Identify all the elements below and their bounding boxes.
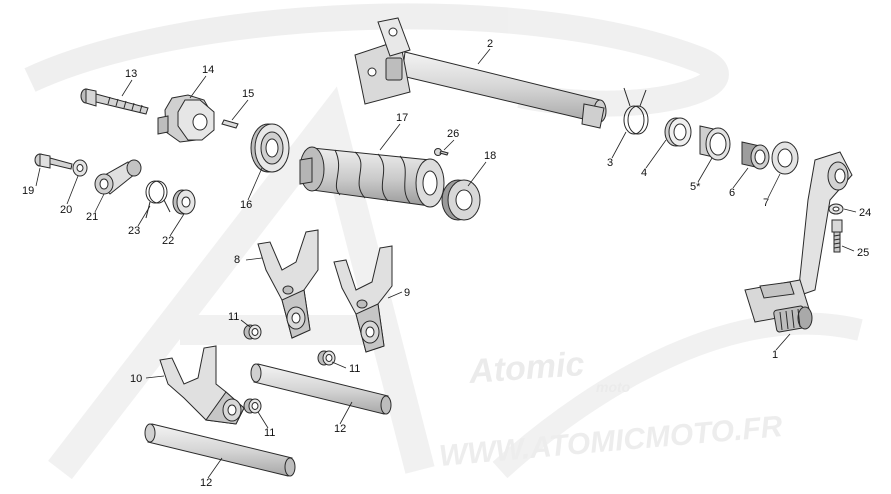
callout-5: 5* <box>690 181 701 193</box>
callout-14: 14 <box>202 64 214 76</box>
part-1-gear-shift-lever[interactable] <box>744 151 853 333</box>
watermark-url: WWW.ATOMICMOTO.FR <box>438 410 784 473</box>
callout-26: 26 <box>447 128 459 140</box>
part-26-small-screw[interactable] <box>434 148 449 156</box>
part-10-shift-fork[interactable] <box>159 345 245 425</box>
callout-11-a: 11 <box>228 311 239 323</box>
callout-10: 10 <box>130 373 142 385</box>
callout-4: 4 <box>641 167 647 179</box>
callout-21: 21 <box>86 211 98 223</box>
watermark-logo-sub: moto <box>596 379 631 395</box>
callout-13: 13 <box>125 68 137 80</box>
callout-20: 20 <box>60 204 72 216</box>
part-19-bolt[interactable] <box>34 153 73 170</box>
part-21-stopper-arm[interactable] <box>94 159 142 195</box>
part-11-roller-b[interactable] <box>317 350 336 366</box>
watermark-a-shape <box>48 86 435 480</box>
callout-9: 9 <box>404 287 410 299</box>
part-18-bearing[interactable] <box>441 179 481 221</box>
callout-16: 16 <box>240 199 252 211</box>
callout-25: 25 <box>857 247 869 259</box>
part-5-bushing[interactable] <box>699 125 731 161</box>
watermark-swoosh <box>24 3 729 117</box>
callout-11-c: 11 <box>264 427 275 439</box>
part-8-shift-fork[interactable] <box>257 229 319 339</box>
callout-11-b: 11 <box>349 363 360 375</box>
part-24-washer[interactable] <box>828 203 844 215</box>
part-25-bolt[interactable] <box>831 219 843 253</box>
callout-1: 1 <box>772 349 778 361</box>
part-15-pin[interactable] <box>221 119 239 129</box>
callout-18: 18 <box>484 150 496 162</box>
part-20-washer[interactable] <box>72 159 88 177</box>
callout-2: 2 <box>487 38 493 50</box>
part-23-spring[interactable] <box>145 180 171 219</box>
part-4-collar[interactable] <box>664 117 692 147</box>
part-3-return-spring[interactable] <box>623 87 649 135</box>
part-9-shift-fork[interactable] <box>333 245 393 353</box>
part-11-roller-a[interactable] <box>243 324 262 340</box>
part-16-bearing[interactable] <box>250 123 290 173</box>
watermark-logo-script: Atomic <box>467 345 586 391</box>
part-17-shift-drum[interactable] <box>299 146 445 208</box>
callout-8: 8 <box>234 254 240 266</box>
callout-12-a: 12 <box>334 423 346 435</box>
part-6-needle-bearing[interactable] <box>741 141 770 170</box>
callout-15: 15 <box>242 88 254 100</box>
callout-17: 17 <box>396 112 408 124</box>
part-12-fork-rod-b[interactable] <box>144 423 296 477</box>
part-2-shift-shaft[interactable] <box>354 17 607 129</box>
part-12-fork-rod-a[interactable] <box>250 363 392 415</box>
part-13-long-bolt[interactable] <box>80 88 149 115</box>
callout-3: 3 <box>607 157 613 169</box>
part-22-spacer[interactable] <box>172 189 196 215</box>
callout-12-b: 12 <box>200 477 212 489</box>
callout-labels: 1 2 3 4 5* 6 7 8 9 10 11 11 11 12 12 13 … <box>22 38 871 489</box>
part-14-star-cam[interactable] <box>157 94 215 143</box>
callout-22: 22 <box>162 235 174 247</box>
leader-lines <box>35 48 857 479</box>
part-11-roller-c[interactable] <box>243 398 262 414</box>
callout-7: 7 <box>763 197 769 209</box>
callout-6: 6 <box>729 187 735 199</box>
part-7-washer[interactable] <box>771 141 799 175</box>
callout-19: 19 <box>22 185 34 197</box>
callout-23: 23 <box>128 225 140 237</box>
callout-24: 24 <box>859 207 871 219</box>
